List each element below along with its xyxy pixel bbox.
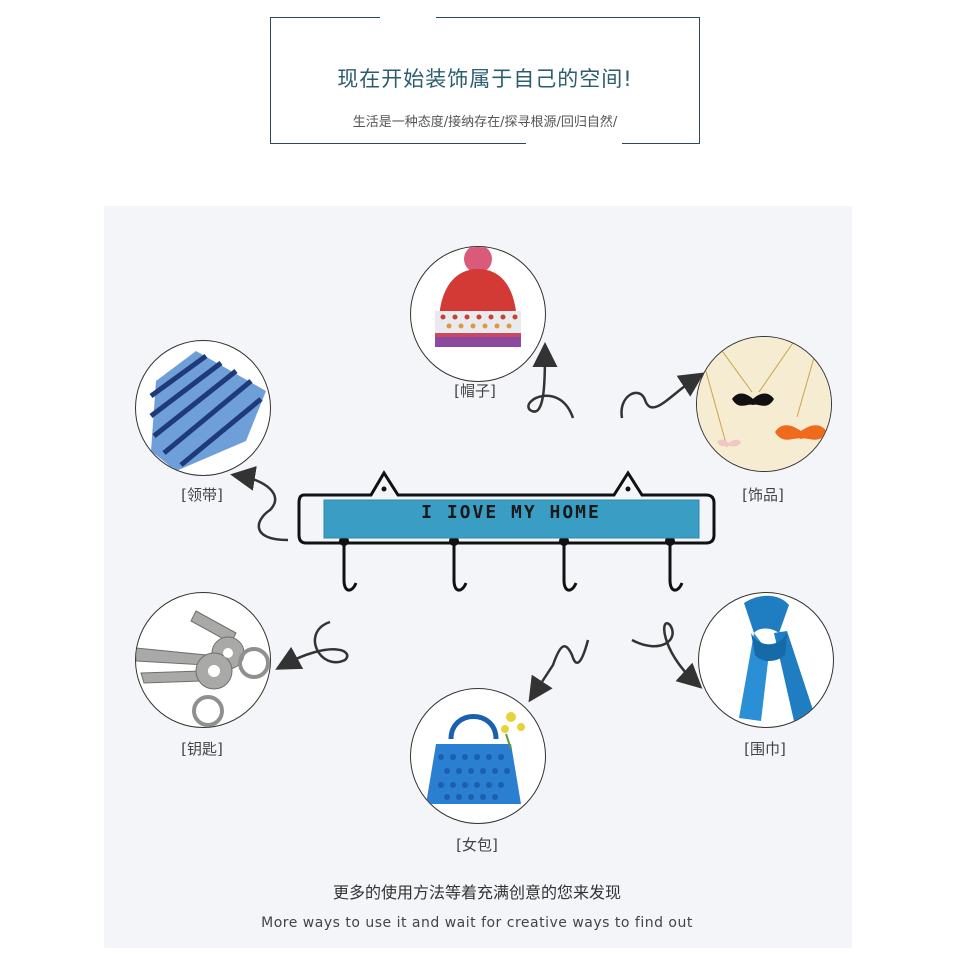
necklace-icon <box>697 337 831 471</box>
tie-arrow <box>230 466 289 542</box>
handbag-icon <box>426 712 525 804</box>
tie-label: [领带] <box>181 486 223 504</box>
rack-sign-text: I IOVE MY HOME <box>421 502 601 523</box>
necklace-circle <box>696 336 832 472</box>
scarf-label: [围巾] <box>744 740 786 758</box>
hat-circle <box>410 246 546 382</box>
hat-label: [帽子] <box>454 382 496 400</box>
handbag-label: [女包] <box>456 836 498 854</box>
key-arrow <box>275 620 349 670</box>
keys-circle <box>135 592 271 728</box>
accessory-arrow <box>620 372 705 419</box>
tie-circle <box>135 340 271 476</box>
scarf-arrow <box>631 622 703 689</box>
keys-icon <box>136 610 270 727</box>
page-title: 现在开始装饰属于自己的空间! <box>337 67 633 91</box>
footer-cn-text: 更多的使用方法等着充满创意的您来发现 <box>332 883 621 902</box>
keys-label: [钥匙] <box>181 740 223 758</box>
header-box: 现在开始装饰属于自己的空间! 生活是一种态度/接纳存在/探寻根源/回归自然/ <box>270 17 700 144</box>
page-subtitle: 生活是一种态度/接纳存在/探寻根源/回归自然/ <box>352 115 618 130</box>
necklace-label: [饰品] <box>742 486 784 504</box>
header-frame <box>270 17 700 144</box>
scarf-circle <box>698 592 834 728</box>
handbag-circle <box>410 688 546 824</box>
hat-arrow <box>527 342 575 419</box>
wall-rack <box>297 470 716 592</box>
tie-icon <box>149 351 266 471</box>
bag-arrow <box>528 639 590 703</box>
footer-en-text: More ways to use it and wait for creativ… <box>261 915 693 931</box>
hat-icon <box>435 247 521 347</box>
scarf-icon <box>739 595 814 721</box>
